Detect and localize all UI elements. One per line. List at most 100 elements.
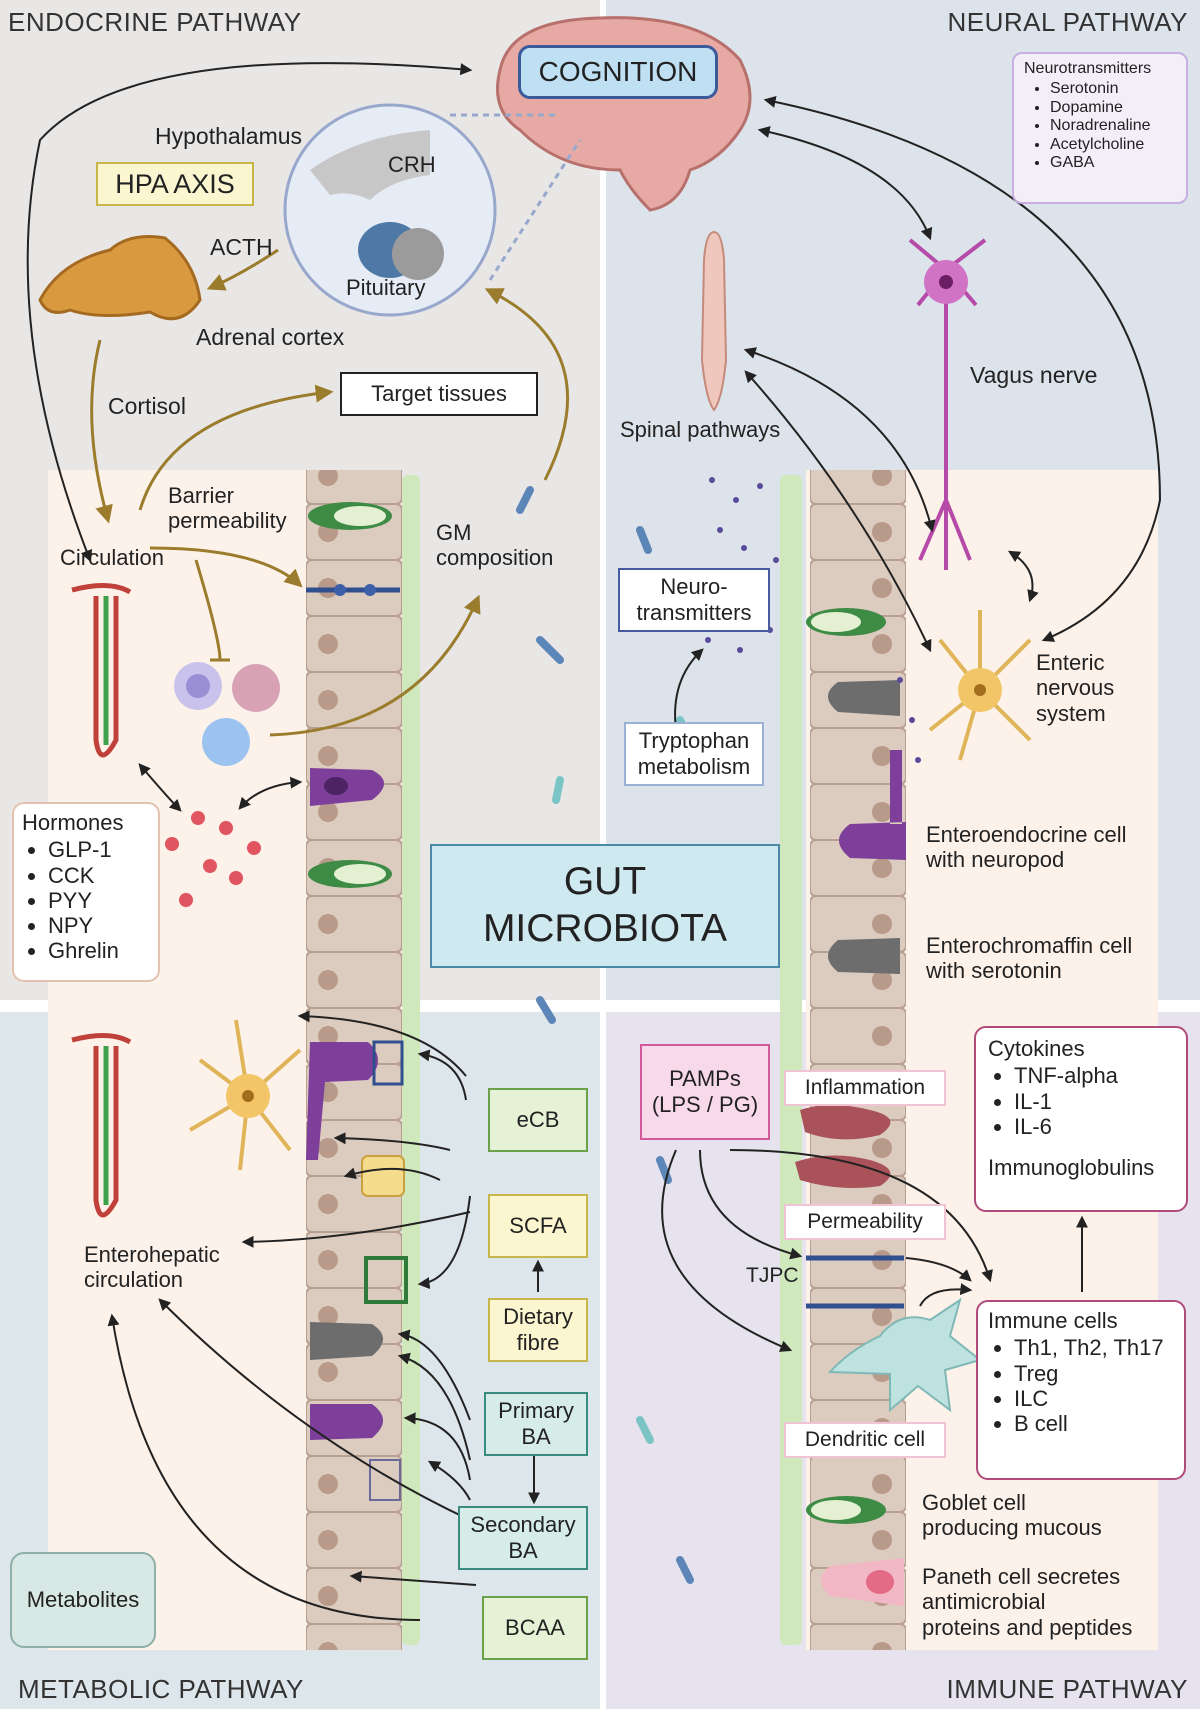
arrow-dendritic-immune bbox=[919, 1283, 973, 1307]
hpa-axis-box: HPA AXIS bbox=[96, 162, 254, 206]
cytokine-item: TNF-alpha bbox=[1014, 1063, 1174, 1088]
arrow-secondary-receptor bbox=[427, 1460, 471, 1501]
arrow-gut-pituitary bbox=[484, 288, 569, 481]
arrow-brain-circulation bbox=[26, 62, 473, 563]
inflammation-box: Inflammation bbox=[784, 1070, 946, 1106]
arrow-scfa-enterohepatic bbox=[241, 1211, 471, 1248]
inhibition-line bbox=[194, 559, 230, 662]
enteroendocrine-cell-neuropod bbox=[839, 750, 906, 860]
neural-pathway-title: NEURAL PATHWAY bbox=[947, 7, 1188, 37]
immune-cell-item: Th1, Th2, Th17 bbox=[1014, 1335, 1174, 1360]
immune-cells-title: Immune cells bbox=[988, 1308, 1118, 1333]
transporter bbox=[361, 1155, 405, 1197]
tjpc-label: TJPC bbox=[746, 1264, 799, 1287]
enterochromaffin-cell bbox=[828, 938, 900, 974]
dendritic-cell bbox=[827, 1297, 983, 1413]
immune-cells-box: Immune cells Th1, Th2, Th17 Treg ILC B c… bbox=[976, 1300, 1186, 1480]
neurotransmitters-title: Neurotransmitters bbox=[1024, 60, 1152, 77]
neurotransmitter-item: GABA bbox=[1050, 154, 1176, 172]
arrow-vessel-hormones bbox=[138, 763, 182, 812]
arrow-bcaa-enterohepatic bbox=[107, 1313, 421, 1621]
pituitary-label: Pituitary bbox=[346, 275, 426, 300]
immune-cell-item: ILC bbox=[1014, 1386, 1174, 1411]
endocrine-pathway-title: ENDOCRINE PATHWAY bbox=[8, 7, 302, 37]
cytokines-title: Cytokines bbox=[988, 1036, 1085, 1061]
neurotransmitter-item: Dopamine bbox=[1050, 99, 1176, 117]
blood-vessel bbox=[71, 583, 132, 758]
crh-label: CRH bbox=[388, 152, 436, 177]
metabolites-box: Metabolites bbox=[10, 1552, 156, 1648]
bcaa-box: BCAA bbox=[482, 1596, 588, 1660]
hormone-item: NPY bbox=[48, 913, 150, 938]
cytokine-item: IL-6 bbox=[1014, 1114, 1174, 1139]
inflammation-tissue bbox=[800, 1105, 891, 1140]
immune-cell bbox=[232, 664, 280, 712]
enteroendocrine-cell bbox=[310, 1404, 383, 1440]
neurotransmitters-gut-box: Neuro-transmitters bbox=[618, 568, 770, 632]
arrow-tryptophan-neurotransmitters bbox=[674, 648, 704, 731]
hormone-item: Ghrelin bbox=[48, 938, 150, 963]
adrenal-cortex-label: Adrenal cortex bbox=[196, 324, 345, 350]
neurotransmitters-box: Neurotransmitters Serotonin Dopamine Nor… bbox=[1012, 52, 1188, 204]
receptor-outline bbox=[369, 1459, 401, 1501]
hormones-box: Hormones GLP-1 CCK PYY NPY Ghrelin bbox=[12, 802, 160, 982]
arrow-hormones-eec bbox=[238, 776, 303, 810]
cytokines-box: Cytokines TNF-alpha IL-1 IL-6 Immunoglob… bbox=[974, 1026, 1188, 1212]
enterochromaffin-cell bbox=[828, 680, 900, 716]
receptor bbox=[372, 1040, 404, 1086]
cortisol-label: Cortisol bbox=[108, 393, 186, 419]
arrow-ecb-receptor bbox=[417, 1049, 467, 1101]
arrow-scfa-transporter bbox=[343, 1167, 441, 1181]
hormone-item: PYY bbox=[48, 888, 150, 913]
spinal-pathways-label: Spinal pathways bbox=[620, 417, 781, 442]
target-tissues-box: Target tissues bbox=[340, 372, 538, 416]
enteric-neuron bbox=[928, 610, 1032, 761]
immune-pathway-title: IMMUNE PATHWAY bbox=[946, 1674, 1188, 1705]
metabolic-pathway-title: METABOLIC PATHWAY bbox=[18, 1674, 304, 1705]
neurotransmitter-item: Serotonin bbox=[1050, 80, 1176, 98]
arrow-vagus-neuron-metabolic bbox=[297, 1010, 467, 1077]
hormone-item: CCK bbox=[48, 863, 150, 888]
scfa-box: SCFA bbox=[488, 1194, 588, 1258]
circulation-label: Circulation bbox=[60, 545, 164, 570]
pamps-box: PAMPs(LPS / PG) bbox=[640, 1044, 770, 1140]
hypothalamus-label: Hypothalamus bbox=[155, 123, 303, 149]
inflammation-tissue bbox=[795, 1155, 891, 1188]
neurotransmitter-item: Noradrenaline bbox=[1050, 117, 1176, 135]
epithelium-right bbox=[810, 470, 906, 1650]
hormones-title: Hormones bbox=[22, 810, 124, 835]
cytokine-item: IL-1 bbox=[1014, 1089, 1174, 1114]
arrow-pamps-immune bbox=[729, 1149, 993, 1283]
enteric-neuron-metabolic bbox=[188, 1019, 302, 1171]
arrow-secondary-ec bbox=[397, 1352, 471, 1461]
neurotransmitter-item: Acetylcholine bbox=[1050, 136, 1176, 154]
arrow-vagus-enteric bbox=[1007, 550, 1039, 603]
arrow-secondary-eec bbox=[403, 1412, 471, 1481]
permeability-box: Permeability bbox=[784, 1204, 946, 1240]
vagus-nerve-label: Vagus nerve bbox=[970, 362, 1098, 388]
arrow-permeability-immune bbox=[905, 1257, 972, 1282]
paneth-cell bbox=[821, 1558, 904, 1606]
hormone-item: GLP-1 bbox=[48, 837, 150, 862]
cognition-box: COGNITION bbox=[518, 45, 718, 99]
immunoglobulins-label: Immunoglobulins bbox=[988, 1155, 1155, 1181]
dendritic-cell-box: Dendritic cell bbox=[784, 1422, 946, 1458]
arrow-secondary-enterohepatic bbox=[158, 1298, 471, 1521]
blood-vessel bbox=[71, 1033, 132, 1218]
hormone-particles bbox=[165, 811, 261, 907]
arrow-spinal-gut bbox=[744, 370, 932, 653]
arrow-pamps-dendritic bbox=[661, 1149, 793, 1352]
arrow-primary-ec bbox=[397, 1329, 471, 1421]
